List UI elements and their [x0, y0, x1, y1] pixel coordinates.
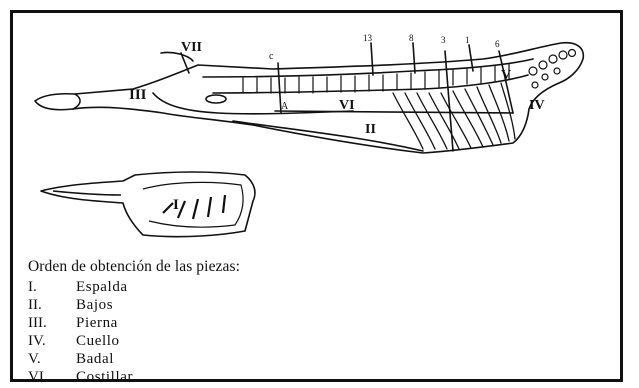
legend-item: IV. Cuello [28, 332, 428, 350]
label-V: V [501, 68, 511, 83]
legend-item-name: Costillar [76, 368, 133, 382]
legend-item-number: V. [28, 350, 76, 368]
neck-vertebrae [529, 50, 576, 89]
legend-title: Orden de obtención de las piezas: [28, 258, 428, 276]
ribs [393, 83, 515, 149]
legend: Orden de obtención de las piezas: I. Esp… [28, 258, 428, 382]
label-I: I [173, 197, 179, 213]
cut-line-8 [413, 43, 415, 73]
legend-item: III. Pierna [28, 314, 428, 332]
legend-item-number: VI. [28, 368, 76, 382]
legend-item-name: Espalda [76, 278, 128, 296]
cut-line-13 [371, 43, 373, 75]
legend-item-number: III. [28, 314, 76, 332]
legend-item-name: Badal [76, 350, 114, 368]
label-VII: VII [181, 40, 202, 55]
tail-marker [161, 52, 193, 73]
legend-item-name: Cuello [76, 332, 120, 350]
image-frame: III VII c A VI II V IV 13 8 3 1 6 I Orde… [10, 10, 623, 382]
label-8: 8 [409, 33, 414, 43]
label-1: 1 [465, 35, 470, 45]
label-3: 3 [441, 35, 446, 45]
legend-item-number: I. [28, 278, 76, 296]
label-6: 6 [495, 39, 500, 49]
legend-item-number: II. [28, 296, 76, 314]
legend-item: V. Badal [28, 350, 428, 368]
shoulder-piece [41, 172, 255, 237]
label-VI: VI [339, 98, 355, 113]
cut-line-3 [445, 51, 453, 151]
label-13: 13 [363, 33, 373, 43]
label-III: III [129, 87, 147, 103]
label-A: A [281, 101, 289, 112]
pelvis-opening [206, 95, 226, 103]
legend-item-name: Pierna [76, 314, 118, 332]
label-c: c [269, 51, 274, 62]
legend-item: II. Bajos [28, 296, 428, 314]
legend-item-name: Bajos [76, 296, 113, 314]
label-IV: IV [529, 98, 545, 113]
label-II: II [365, 122, 376, 137]
legend-item: VI. Costillar [28, 368, 428, 382]
legend-item-number: IV. [28, 332, 76, 350]
flank-line [233, 121, 423, 151]
legend-item: I. Espalda [28, 278, 428, 296]
